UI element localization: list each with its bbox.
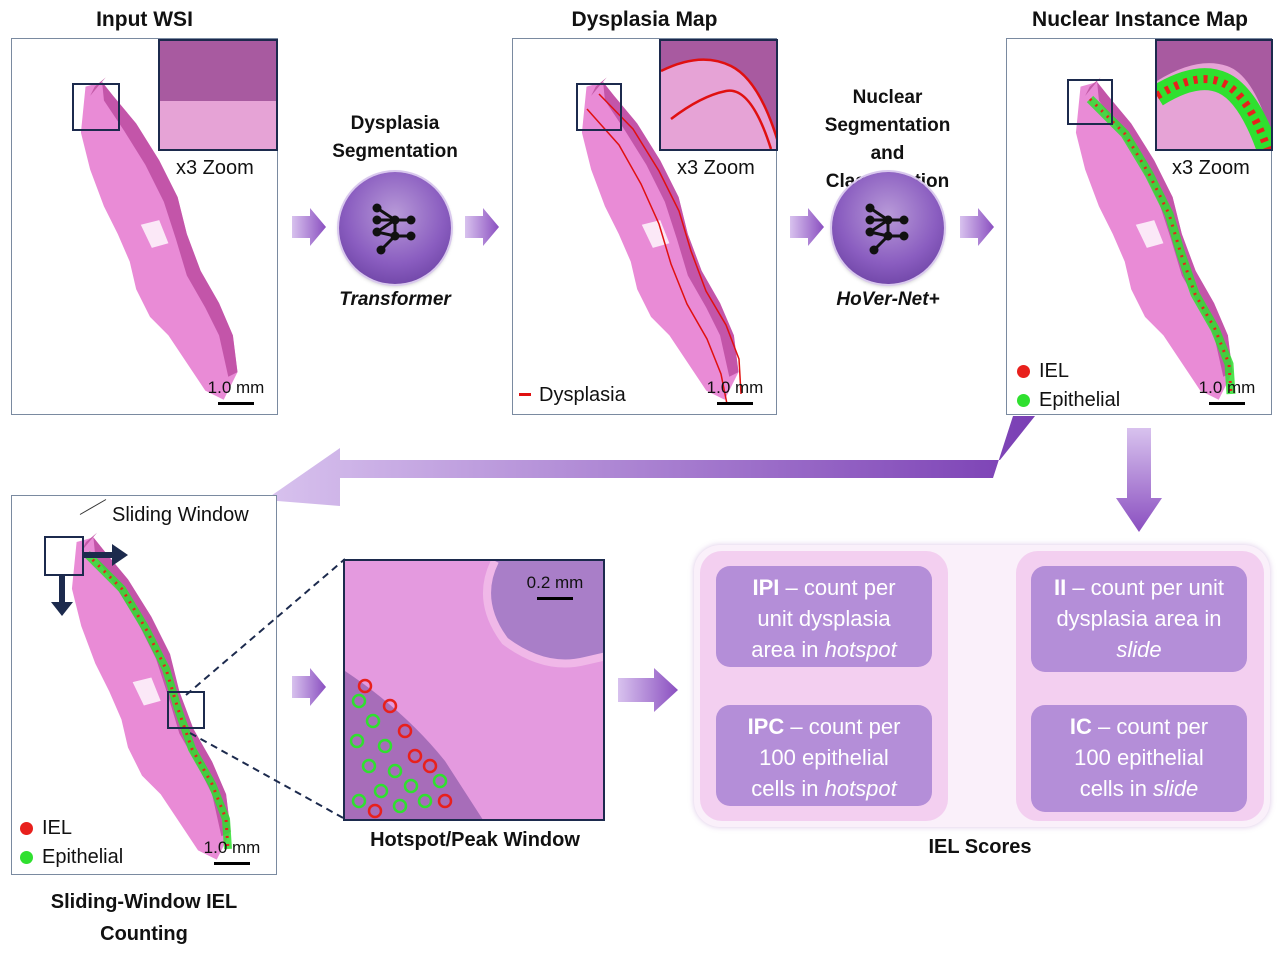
dysplasia-map-panel: x3 Zoom Dysplasia 1.0 mm [512, 38, 778, 415]
scale-bar: 1.0 mm [1187, 378, 1267, 405]
hovernet-label: HoVer-Net+ [836, 289, 940, 310]
scale-bar: 0.2 mm [515, 573, 595, 600]
zoom-inset [1155, 39, 1273, 151]
legend-item-epithelial: Epithelial [20, 843, 123, 872]
hotspot-window-box [167, 691, 205, 729]
zoom-inset [659, 39, 778, 151]
zoom-label: x3 Zoom [1172, 157, 1250, 179]
arrow-right-icon [82, 544, 128, 566]
legend-item-epithelial: Epithelial [1017, 386, 1120, 415]
arrow-down-icon [51, 576, 73, 616]
nuclear-map-panel: x3 Zoom IEL Epithelial 1.0 mm [1006, 38, 1273, 415]
input-wsi-title: Input WSI [96, 8, 193, 31]
tissue-slide-image [1075, 77, 1236, 400]
arrow-right-icon [292, 668, 326, 706]
sliding-window-callout: Sliding Window [112, 504, 249, 526]
arrow-right-icon [960, 208, 994, 246]
zoom-inset [158, 39, 278, 151]
score-ipc: IPC – count per 100 epithelial cells in … [716, 705, 932, 806]
zoom-connector-lines [185, 558, 346, 820]
score-ii: II – count per unit dysplasia area in sl… [1031, 566, 1247, 672]
neural-network-icon [365, 198, 425, 258]
transformer-label: Transformer [339, 289, 451, 310]
zoom-label: x3 Zoom [677, 157, 755, 179]
sliding-legend: IEL Epithelial [20, 814, 123, 872]
tissue-slide-image [581, 77, 742, 405]
score-ipi: IPI – count per unit dysplasia area in h… [716, 566, 932, 667]
hotspot-caption: Hotspot/Peak Window [370, 829, 580, 851]
legend-item-iel: IEL [20, 814, 123, 843]
arrow-right-icon [790, 208, 824, 246]
arrow-right-icon [465, 208, 499, 246]
scale-bar: 1.0 mm [196, 378, 276, 405]
sliding-window-panel: Sliding Window IEL Epithelial 1.0 mm [11, 495, 277, 875]
dysplasia-legend: Dysplasia [519, 384, 626, 407]
hotspot-window-image: 0.2 mm [343, 559, 605, 821]
dysplasia-map-title: Dysplasia Map [571, 8, 718, 31]
nuclear-legend: IEL Epithelial [1017, 357, 1120, 415]
nuclear-map-title: Nuclear Instance Map [1032, 8, 1248, 31]
transformer-model-node [339, 172, 451, 284]
input-wsi-panel: x3 Zoom 1.0 mm [11, 38, 278, 415]
zoom-region-box [1067, 79, 1113, 125]
arrow-bent-icon [265, 416, 1035, 506]
scale-bar: 1.0 mm [695, 378, 775, 405]
arrow-right-icon [292, 208, 326, 246]
tissue-slide-image [71, 532, 232, 860]
arrow-down-icon [1116, 428, 1162, 532]
sliding-window-box [44, 536, 84, 576]
hovernet-model-node [832, 172, 944, 284]
zoom-label: x3 Zoom [176, 157, 254, 179]
legend-item-iel: IEL [1017, 357, 1120, 386]
scale-bar: 1.0 mm [192, 838, 272, 865]
score-ic: IC – count per 100 epithelial cells in s… [1031, 705, 1247, 812]
iel-scores-caption: IEL Scores [928, 836, 1032, 858]
arrow-right-icon [618, 668, 678, 712]
neural-network-icon [858, 198, 918, 258]
zoom-region-box [576, 83, 622, 131]
zoom-region-box [72, 83, 120, 131]
